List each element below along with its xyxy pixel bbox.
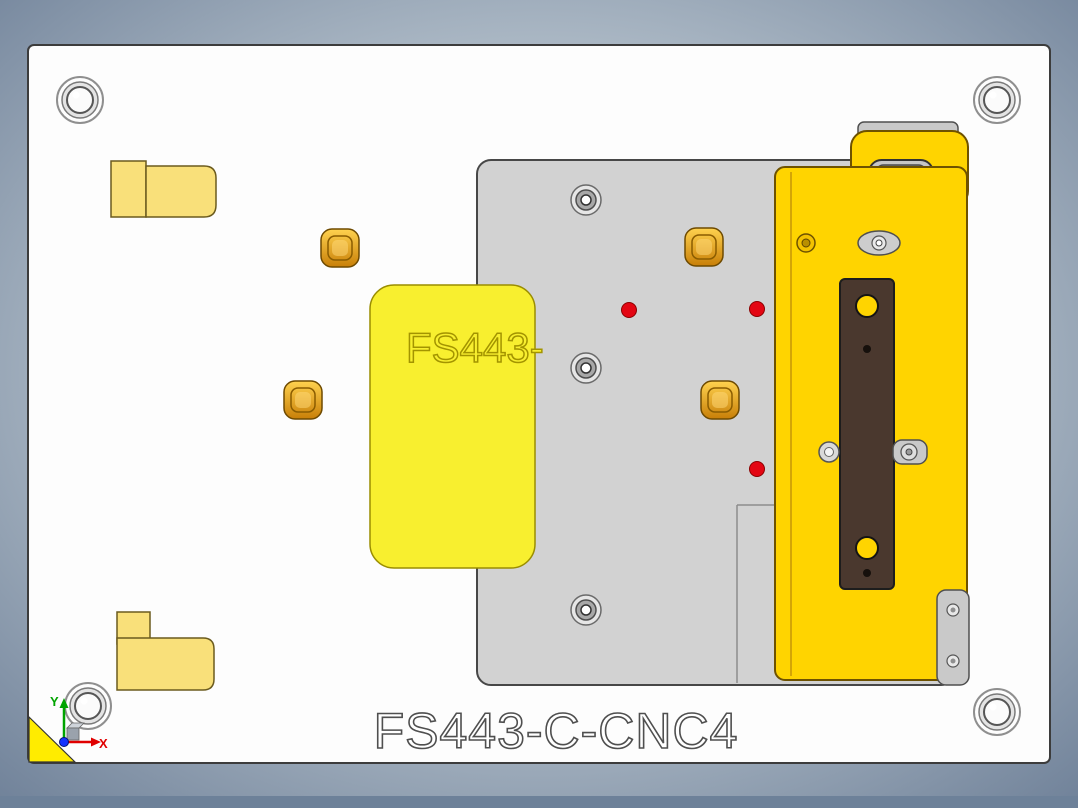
red-locator-dot-2 [749,301,765,317]
clamp-knob-4 [700,380,740,420]
part-number-plate: FS443- [369,284,544,569]
hole-center [580,362,592,374]
knob-inner-ring [327,235,353,261]
bolt-highlight [989,703,997,711]
cam-center [875,239,883,247]
x-axis-arrowhead [91,737,101,747]
pin-center [801,238,811,248]
knob-inner-ring [290,387,316,413]
corner-triangle-marker [28,715,77,763]
bolt-ring-inner [66,86,94,114]
clamp-bracket-bottom-left [116,611,215,691]
x-axis-label: X [99,736,108,751]
cam-fitting [857,230,901,256]
corner-bolt-bottom-left [64,682,112,730]
bracket-body [116,637,215,691]
slide-bar-top-pin [855,294,879,318]
corner-gray-bracket [936,589,970,686]
flange-hole-top [570,184,602,216]
bolt-ring-outer [973,76,1021,124]
corner-bolt-bottom-right [973,688,1021,736]
corner-bracket-hole-top-center [950,607,956,613]
corner-bolt-top-right [973,76,1021,124]
red-locator-dot-1 [621,302,637,318]
bracket-body [145,165,217,218]
view-cube-front-face [66,727,80,741]
dark-slide-bar [839,278,895,590]
slide-bar-top-screw [863,345,871,353]
flange-hole-bottom [570,594,602,626]
bolt-highlight [80,697,88,705]
knob-inner-ring [707,387,733,413]
knob-inner-ring [691,234,717,260]
bolt-ring-outer [973,688,1021,736]
red-locator-dot-3 [749,461,765,477]
knob-highlight [712,392,728,408]
bolt-highlight [72,91,80,99]
knob-highlight [332,240,348,256]
hole-center [580,604,592,616]
side-ring-left [818,441,840,463]
z-axis-origin-dot [59,737,69,747]
bracket-tab [110,160,147,218]
drawing-title: FS443-C-CNC4 [374,703,739,759]
corner-bolt-top-left [56,76,104,124]
ring-center [824,447,834,457]
background-bottom-strip [0,796,1078,808]
y-axis-arrowhead [59,698,69,708]
bolt-ring-outer [56,76,104,124]
bolt-ring-inner [983,86,1011,114]
gold-pin-hole [796,233,816,253]
slide-bar-bottom-screw [863,569,871,577]
axes-triad: Y X [50,694,108,751]
side-tab-right [892,439,928,465]
clamp-knob-2 [283,380,323,420]
corner-bracket-body [936,589,970,686]
knob-highlight [696,239,712,255]
part-number-label: FS443- [406,324,544,371]
part-number-plate-body [369,284,536,569]
corner-bracket-hole-bottom-center [950,658,956,664]
clamp-knob-3 [684,227,724,267]
gold-slide-assembly [774,121,970,686]
bolt-highlight [989,91,997,99]
flange-hole-middle [570,352,602,384]
clamp-knob-1 [320,228,360,268]
bolt-ring-inner [74,692,102,720]
bolt-ring-inner [983,698,1011,726]
knob-highlight [295,392,311,408]
tab-center [905,448,913,456]
hole-center [580,194,592,206]
slide-bar-bottom-pin [855,536,879,560]
clamp-bracket-top-left [110,160,217,218]
y-axis-label: Y [50,694,59,709]
